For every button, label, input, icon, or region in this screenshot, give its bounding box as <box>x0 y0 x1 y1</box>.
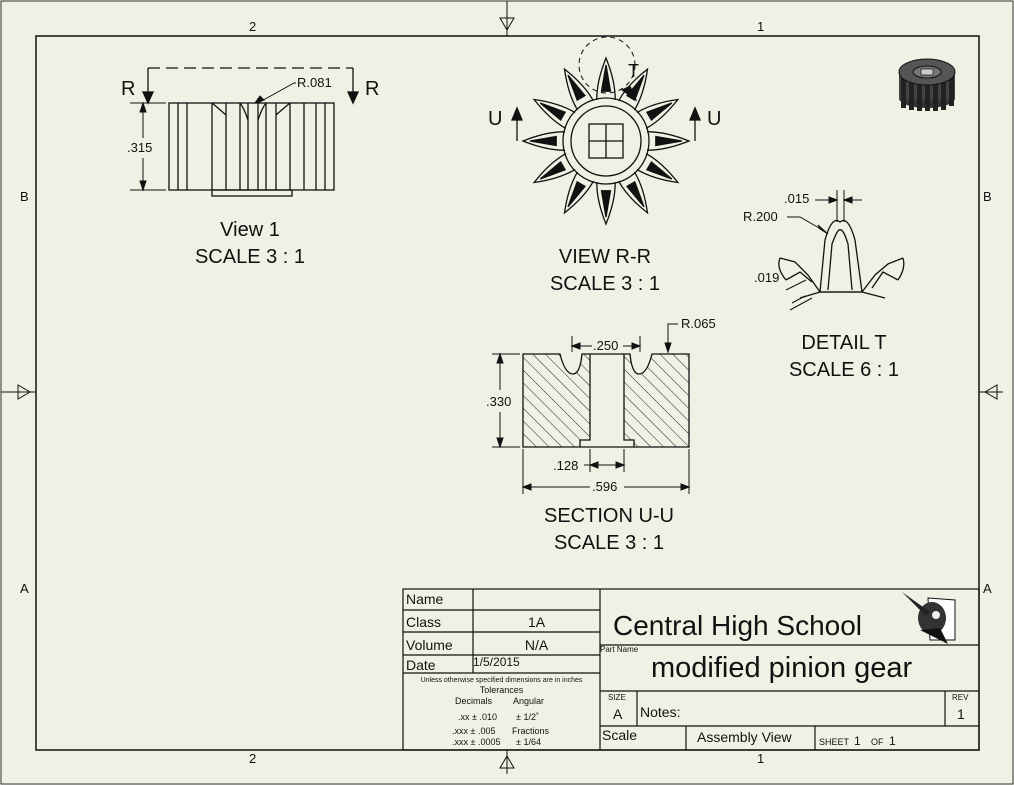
title-block-grid <box>402 588 980 751</box>
gear-3d-icon <box>898 58 956 111</box>
zone-top-2: 2 <box>249 19 257 34</box>
gear-tooth <box>563 171 595 215</box>
tb-of-value: 1 <box>889 734 896 748</box>
zone-right-a: A <box>983 581 992 596</box>
tb-part-name: modified pinion gear <box>651 652 913 684</box>
tb-scale-value: Assembly View <box>697 729 792 745</box>
gear-tooth <box>636 152 680 184</box>
tb-rev-value: 1 <box>957 706 965 722</box>
view-rr-drawing <box>511 36 701 226</box>
section-uu-slot-dim: .128 <box>553 458 579 473</box>
tb-tolerance-note: Unless otherwise specified dimensions ar… <box>420 677 583 684</box>
section-uu-radius-dim: R.065 <box>681 316 716 331</box>
view-rr-detail-marker: T <box>628 61 639 81</box>
zone-bottom-2: 2 <box>249 751 257 766</box>
tb-volume-label: Volume <box>406 637 453 653</box>
gear-tooth-shading <box>626 74 645 102</box>
zone-left-a: A <box>20 581 29 596</box>
gear-tooth <box>532 98 576 130</box>
gear-tooth <box>617 171 649 215</box>
gear-tooth <box>563 67 595 111</box>
detail-t-radius-dim: R.200 <box>743 209 778 224</box>
zone-right-b: B <box>983 189 992 204</box>
view-1-drawing <box>130 67 360 197</box>
detail-t-title: DETAIL T <box>801 332 887 354</box>
gear-tooth <box>646 131 691 151</box>
gear-tooth-shading <box>645 161 673 180</box>
gear-tooth-shading <box>600 64 612 92</box>
view1-radius-dim: R.081 <box>297 75 332 90</box>
tb-tol-xxxx: .xxx ± .0005 <box>452 737 501 747</box>
tb-tol-angular: ± 1/2˚ <box>516 712 539 722</box>
tb-tolerances-label: Tolerances <box>479 685 524 695</box>
detail-t-scale: SCALE 6 : 1 <box>788 359 900 381</box>
gear-tooth <box>521 131 566 151</box>
tb-class-value: 1A <box>527 614 546 630</box>
tb-school-name: Central High School <box>613 610 863 641</box>
section-uu-title: SECTION U-U <box>544 505 674 527</box>
tb-sheet-label: SHEET <box>819 737 850 747</box>
tb-size-label: SIZE <box>608 693 626 702</box>
view-rr-title: VIEW R-R <box>558 246 652 268</box>
detail-t-drawing <box>778 190 905 311</box>
gear-tooth <box>532 152 576 184</box>
section-uu-width-dim: .596 <box>592 479 618 494</box>
tb-notes-label: Notes: <box>640 704 681 720</box>
tb-volume-value: N/A <box>524 637 549 653</box>
gear-tooth-shading <box>655 135 683 147</box>
view-rr-scale: SCALE 3 : 1 <box>549 273 661 295</box>
gear-tooth-shading <box>529 135 557 147</box>
detail-t-side-dim: .019 <box>754 270 780 285</box>
gear-tooth-shading <box>539 102 567 121</box>
gear-tooth-shading <box>567 74 586 102</box>
tb-rev-label: REV <box>952 693 969 702</box>
view-rr-marker-right: U <box>707 108 722 130</box>
tb-size-value: A <box>613 706 623 722</box>
section-uu-bore-dim: .250 <box>593 338 619 353</box>
tb-of-label: OF <box>871 737 884 747</box>
zone-left-b: B <box>20 189 29 204</box>
section-uu-height-dim: .330 <box>486 394 512 409</box>
tb-part-name-label: Part Name <box>600 645 639 654</box>
hornet-mascot-icon <box>902 592 956 644</box>
section-uu-scale: SCALE 3 : 1 <box>553 532 665 554</box>
tb-decimals-label: Decimals <box>455 696 493 706</box>
gear-tooth-shading <box>645 102 673 121</box>
tb-sheet-value: 1 <box>854 734 861 748</box>
gear-tooth <box>596 181 616 226</box>
zone-top-1: 1 <box>757 19 765 34</box>
section-uu-drawing <box>492 323 691 494</box>
gear-tooth-shading <box>567 180 586 208</box>
zone-bottom-1: 1 <box>757 751 765 766</box>
view1-section-marker-right: R <box>365 78 380 100</box>
detail-t-tip-dim: .015 <box>784 191 810 206</box>
tb-tol-xxx: .xxx ± .005 <box>452 726 496 736</box>
tb-name-label: Name <box>406 591 444 607</box>
tb-class-label: Class <box>406 614 442 630</box>
gear-tooth <box>596 56 616 101</box>
tb-tol-xx: .xx ± .010 <box>458 712 497 722</box>
view-rr-marker-left: U <box>488 108 503 130</box>
zone-ticks <box>1 1 508 393</box>
tb-angular-label: Angular <box>513 696 545 706</box>
gear-tooth-shading <box>539 161 567 180</box>
view1-height-dim: .315 <box>127 140 153 155</box>
view1-section-marker-left: R <box>121 78 136 100</box>
tb-tol-fraction: ± 1/64 <box>516 737 541 747</box>
view1-title: View 1 <box>220 219 280 241</box>
gear-tooth-shading <box>600 190 612 218</box>
tb-fractions-label: Fractions <box>512 726 550 736</box>
gear-tooth <box>636 98 680 130</box>
gear-tooth <box>617 67 649 111</box>
tb-date-label: Date <box>406 657 436 673</box>
gear-tooth-shading <box>626 180 645 208</box>
tb-scale-label: Scale <box>602 727 638 743</box>
view1-scale: SCALE 3 : 1 <box>194 246 306 268</box>
tb-date-value: 1/5/2015 <box>473 655 520 669</box>
